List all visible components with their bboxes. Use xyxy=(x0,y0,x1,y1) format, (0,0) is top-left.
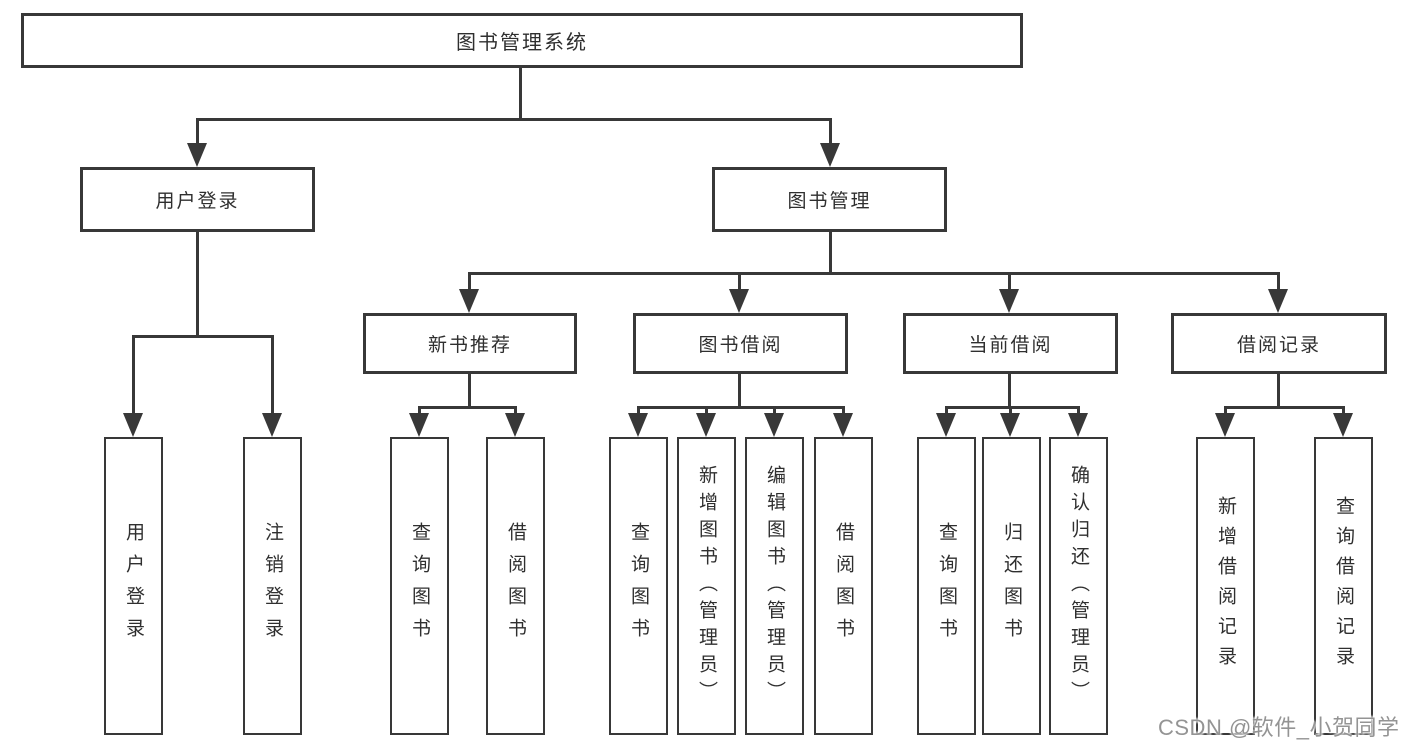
leaf-query-books-borrow: 查询图书 xyxy=(609,437,668,735)
arrow-down-icon xyxy=(409,413,429,437)
connector-line xyxy=(1224,406,1345,409)
connector-line xyxy=(468,272,471,291)
arrow-down-icon xyxy=(123,413,143,437)
arrow-down-icon xyxy=(1000,413,1020,437)
node-current-borrow: 当前借阅 xyxy=(903,313,1118,374)
connector-line xyxy=(738,272,741,291)
leaf-add-book-admin: 新增图书（管理员） xyxy=(677,437,736,735)
arrow-down-icon xyxy=(459,289,479,313)
connector-line xyxy=(945,406,1080,409)
leaf-return-book: 归还图书 xyxy=(982,437,1041,735)
leaf-user-login: 用户登录 xyxy=(104,437,163,735)
leaf-add-borrow-record: 新增借阅记录 xyxy=(1196,437,1255,735)
arrow-down-icon xyxy=(936,413,956,437)
node-current-borrow-label: 当前借阅 xyxy=(968,335,1053,356)
connector-line xyxy=(514,406,517,415)
connector-line xyxy=(132,335,274,338)
connector-line xyxy=(1008,272,1011,291)
arrow-down-icon xyxy=(505,413,525,437)
leaf-confirm-return-admin-label: 确认归还（管理员） xyxy=(1068,464,1089,708)
node-root-label: 图书管理系统 xyxy=(456,32,588,54)
node-borrow-records-label: 借阅记录 xyxy=(1236,335,1321,356)
connector-line xyxy=(1277,374,1280,406)
node-book-borrow-label: 图书借阅 xyxy=(698,335,783,356)
connector-line xyxy=(418,406,421,415)
arrow-down-icon xyxy=(628,413,648,437)
arrow-down-icon xyxy=(187,143,207,167)
arrow-down-icon xyxy=(1268,289,1288,313)
connector-line xyxy=(1008,374,1011,406)
connector-line xyxy=(132,335,135,415)
arrow-down-icon xyxy=(262,413,282,437)
arrow-down-icon xyxy=(696,413,716,437)
arrow-down-icon xyxy=(1333,413,1353,437)
leaf-add-book-admin-label: 新增图书（管理员） xyxy=(696,464,717,708)
connector-line xyxy=(637,406,640,415)
connector-line xyxy=(842,406,845,415)
leaf-borrow-books-recommend: 借阅图书 xyxy=(486,437,545,735)
leaf-edit-book-admin: 编辑图书（管理员） xyxy=(745,437,804,735)
node-root: 图书管理系统 xyxy=(21,13,1023,68)
connector-line xyxy=(271,335,274,415)
connector-line xyxy=(945,406,948,415)
arrow-down-icon xyxy=(820,143,840,167)
connector-line xyxy=(1224,406,1227,415)
leaf-logout-login: 注销登录 xyxy=(243,437,302,735)
arrow-down-icon xyxy=(833,413,853,437)
leaf-confirm-return-admin: 确认归还（管理员） xyxy=(1049,437,1108,735)
leaf-query-books-borrow-label: 查询图书 xyxy=(628,522,649,650)
arrow-down-icon xyxy=(999,289,1019,313)
connector-line xyxy=(1077,406,1080,415)
leaf-borrow-books-recommend-label: 借阅图书 xyxy=(505,522,526,650)
connector-line xyxy=(773,406,776,415)
arrow-down-icon xyxy=(764,413,784,437)
connector-line xyxy=(1342,406,1345,415)
connector-line xyxy=(705,406,708,415)
leaf-query-books-recommend-label: 查询图书 xyxy=(409,522,430,650)
leaf-user-login-label: 用户登录 xyxy=(123,522,144,650)
connector-line xyxy=(637,406,844,409)
connector-line xyxy=(829,118,832,145)
leaf-add-borrow-record-label: 新增借阅记录 xyxy=(1215,496,1236,676)
node-new-book-recommend: 新书推荐 xyxy=(363,313,577,374)
leaf-query-books-recommend: 查询图书 xyxy=(390,437,449,735)
connector-line xyxy=(1277,272,1280,291)
arrow-down-icon xyxy=(729,289,749,313)
leaf-logout-login-label: 注销登录 xyxy=(262,522,283,650)
node-user-login: 用户登录 xyxy=(80,167,315,232)
node-new-book-recommend-label: 新书推荐 xyxy=(427,335,512,356)
connector-line xyxy=(519,68,522,118)
leaf-query-books-current: 查询图书 xyxy=(917,437,976,735)
node-borrow-records: 借阅记录 xyxy=(1171,313,1387,374)
node-book-management: 图书管理 xyxy=(712,167,947,232)
leaf-query-borrow-record-label: 查询借阅记录 xyxy=(1333,496,1354,676)
connector-line xyxy=(738,374,741,406)
node-user-login-label: 用户登录 xyxy=(155,191,240,212)
connector-line xyxy=(829,232,832,272)
leaf-query-books-current-label: 查询图书 xyxy=(936,522,957,650)
node-book-management-label: 图书管理 xyxy=(787,191,872,212)
connector-line xyxy=(196,118,831,121)
connector-line xyxy=(196,232,199,335)
leaf-query-borrow-record: 查询借阅记录 xyxy=(1314,437,1373,735)
connector-line xyxy=(468,374,471,406)
leaf-borrow-books: 借阅图书 xyxy=(814,437,873,735)
connector-line xyxy=(418,406,517,409)
arrow-down-icon xyxy=(1215,413,1235,437)
leaf-borrow-books-label: 借阅图书 xyxy=(833,522,854,650)
connector-line xyxy=(196,118,199,145)
watermark: CSDN @软件_小贺同学 xyxy=(1158,715,1400,740)
leaf-edit-book-admin-label: 编辑图书（管理员） xyxy=(764,464,785,708)
arrow-down-icon xyxy=(1068,413,1088,437)
leaf-return-book-label: 归还图书 xyxy=(1001,522,1022,650)
connector-line xyxy=(1009,406,1012,415)
node-book-borrow: 图书借阅 xyxy=(633,313,848,374)
connector-line xyxy=(468,272,1280,275)
